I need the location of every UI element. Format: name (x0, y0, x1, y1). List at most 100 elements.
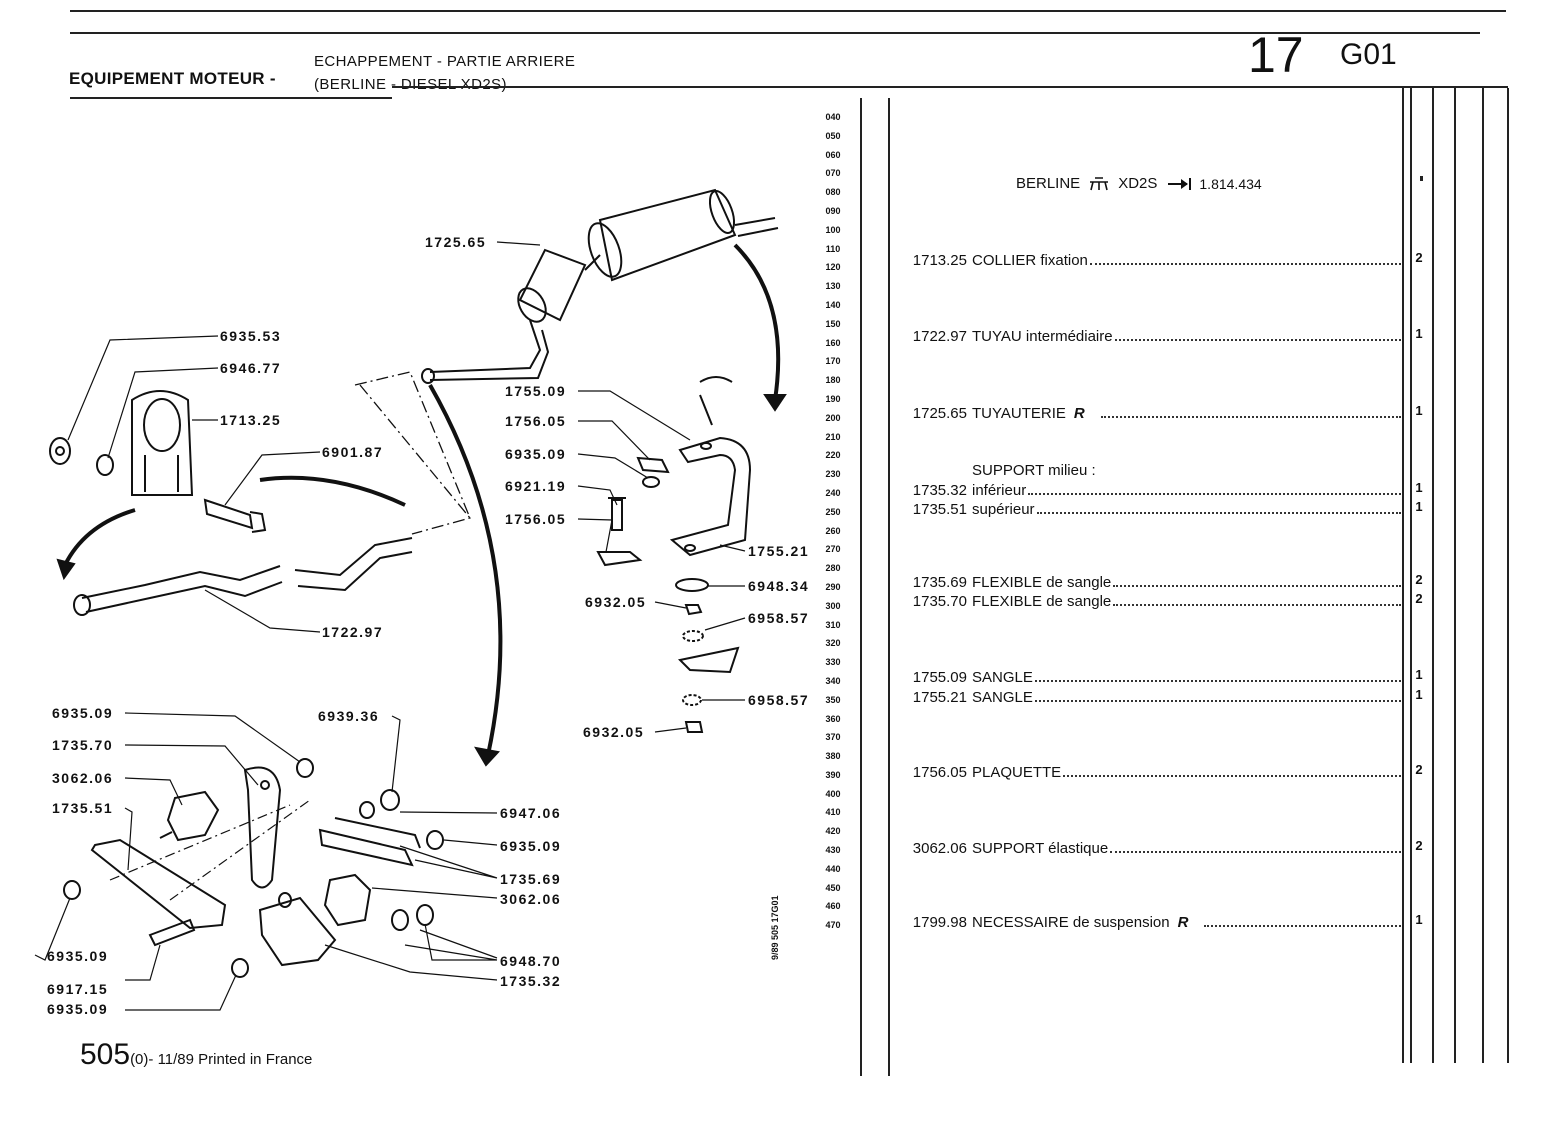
label-3062-06-left: 3062.06 (52, 770, 113, 786)
line-number: 260 (825, 525, 841, 536)
line-number: 410 (825, 807, 841, 818)
line-number: 250 (825, 506, 841, 517)
leader-dots (1063, 775, 1401, 777)
label-6935-09-left-mid: 6935.09 (47, 948, 108, 964)
line-number: 400 (825, 788, 841, 799)
label-1735-70: 1735.70 (52, 737, 113, 753)
table-border-inner (888, 98, 890, 1076)
part-ref: 1755.21 (912, 689, 967, 706)
section-title: EQUIPEMENT MOTEUR - (69, 69, 276, 88)
label-6935-09-left-bottom: 6935.09 (47, 1001, 108, 1017)
line-number: 340 (825, 675, 841, 686)
leader-lines (34, 241, 746, 1011)
line-number: 310 (825, 619, 841, 630)
intermediate-pipe-drawing (73, 537, 413, 616)
part-mark: R (1073, 405, 1085, 422)
line-number: 290 (825, 581, 841, 592)
part-quantity: 2 (1415, 762, 1423, 777)
line-number: 280 (825, 563, 841, 574)
leader-dots (1113, 585, 1401, 587)
label-6932-05-top: 6932.05 (585, 594, 646, 610)
line-number: 430 (825, 845, 841, 856)
part-quantity: 1 (1415, 326, 1423, 341)
leader-dots (1114, 339, 1401, 341)
part-description: TUYAUTERIE (972, 405, 1066, 422)
part-description: SUPPORT milieu : (972, 462, 1096, 479)
line-number: 120 (825, 262, 841, 273)
leader-dots (1036, 512, 1401, 514)
label-1755-09: 1755.09 (505, 383, 566, 399)
line-number: 380 (825, 751, 841, 762)
part-quantity: 1 (1415, 667, 1423, 682)
clamp-drawing (49, 390, 194, 496)
part-quantity: 2 (1415, 250, 1423, 265)
line-number: 200 (825, 412, 841, 423)
table-border-right (1507, 88, 1509, 1063)
label-6947-06: 6947.06 (500, 805, 561, 821)
part-ref: 1713.25 (912, 252, 967, 269)
label-1756-05-bottom: 1756.05 (505, 511, 566, 527)
part-quantity: 2 (1415, 572, 1423, 587)
applicability-model: BERLINE (1016, 175, 1081, 192)
qty-column-short (1410, 88, 1412, 1063)
line-number: 220 (825, 450, 841, 461)
line-number: 230 (825, 469, 841, 480)
part-description: SUPPORT élastique (972, 840, 1109, 857)
label-3062-06-right: 3062.06 (500, 891, 561, 907)
line-number: 460 (825, 901, 841, 912)
part-description: COLLIER fixation (972, 252, 1088, 269)
line-number: 330 (825, 657, 841, 668)
label-6935-53: 6935.53 (220, 328, 281, 344)
header-rule-top (70, 32, 1480, 34)
leader-dots (1113, 604, 1401, 606)
footer-text: - 11/89 Printed in France (148, 1051, 313, 1068)
table-rule-top (392, 86, 1508, 88)
support-assembly-drawing (63, 758, 444, 978)
line-number: 050 (825, 130, 841, 141)
label-1725-65: 1725.65 (425, 234, 486, 250)
label-1722-97: 1722.97 (322, 624, 383, 640)
page-title-line2: (BERLINE - DIESEL XD2S) (314, 76, 507, 93)
header-rule-bottom (70, 97, 392, 99)
line-number: 300 (825, 600, 841, 611)
line-number: 140 (825, 299, 841, 310)
line-number: 270 (825, 544, 841, 555)
exploded-diagram: 1725.65 6935.53 6946.77 1713.25 6901.87 … (34, 188, 809, 1017)
diesel-engine-icon (1090, 176, 1109, 190)
label-6948-34: 6948.34 (748, 578, 809, 594)
line-number: 370 (825, 732, 841, 743)
line-number: 390 (825, 769, 841, 780)
label-6917-15: 6917.15 (47, 981, 108, 997)
label-6935-09-strap: 6935.09 (505, 446, 566, 462)
line-number: 210 (825, 431, 841, 442)
line-number: 450 (825, 882, 841, 893)
line-number: 090 (825, 205, 841, 216)
line-number: 080 (825, 187, 841, 198)
serial-from-arrow-icon (1168, 177, 1192, 190)
line-number: 350 (825, 694, 841, 705)
line-number: 170 (825, 356, 841, 367)
label-1735-69: 1735.69 (500, 871, 561, 887)
label-1735-32: 1735.32 (500, 973, 561, 989)
page-code: G01 (1340, 38, 1397, 71)
page-number: 17 (1248, 27, 1304, 83)
label-6939-36: 6939.36 (318, 708, 379, 724)
part-ref: 1755.09 (912, 669, 967, 686)
line-number: 180 (825, 375, 841, 386)
part-quantity: 2 (1415, 591, 1423, 606)
line-number: 190 (825, 393, 841, 404)
line-number: 240 (825, 487, 841, 498)
part-quantity: 2 (1415, 838, 1423, 853)
part-ref: 1735.51 (912, 501, 967, 518)
applicability-mark (1420, 176, 1423, 181)
qty-column-right (1432, 88, 1434, 1063)
